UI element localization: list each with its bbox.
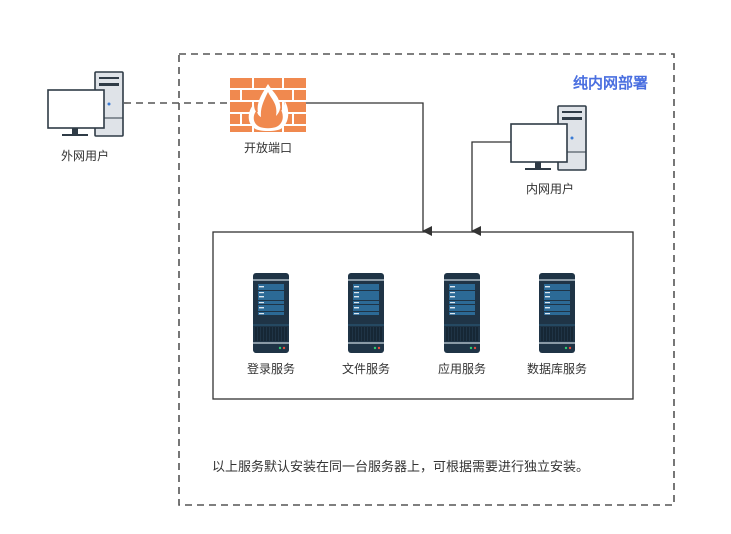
service-label-database: 数据库服务 [526,362,587,376]
firewall-icon [230,78,306,132]
service-label-file: 文件服务 [341,362,390,376]
database-server-icon [538,272,576,354]
internal-user-computer-icon [510,105,587,171]
zone-title: 纯内网部署 [573,74,649,92]
internal-user-label: 内网用户 [525,182,574,196]
service-label-app: 应用服务 [437,362,486,376]
app-server-icon [443,272,481,354]
external-user-label: 外网用户 [60,149,109,163]
external-user-computer-icon [47,71,124,137]
internal-user-to-services-arrow [471,141,511,236]
file-server-icon [347,272,385,354]
firewall-label: 开放端口 [243,141,292,155]
login-server-icon [252,272,290,354]
firewall-to-services-arrow [306,102,432,236]
deployment-note: 以上服务默认安装在同一台服务器上，可根据需要进行独立安装。 [212,460,590,475]
service-label-login: 登录服务 [246,362,295,376]
internal-network-zone [178,53,675,506]
